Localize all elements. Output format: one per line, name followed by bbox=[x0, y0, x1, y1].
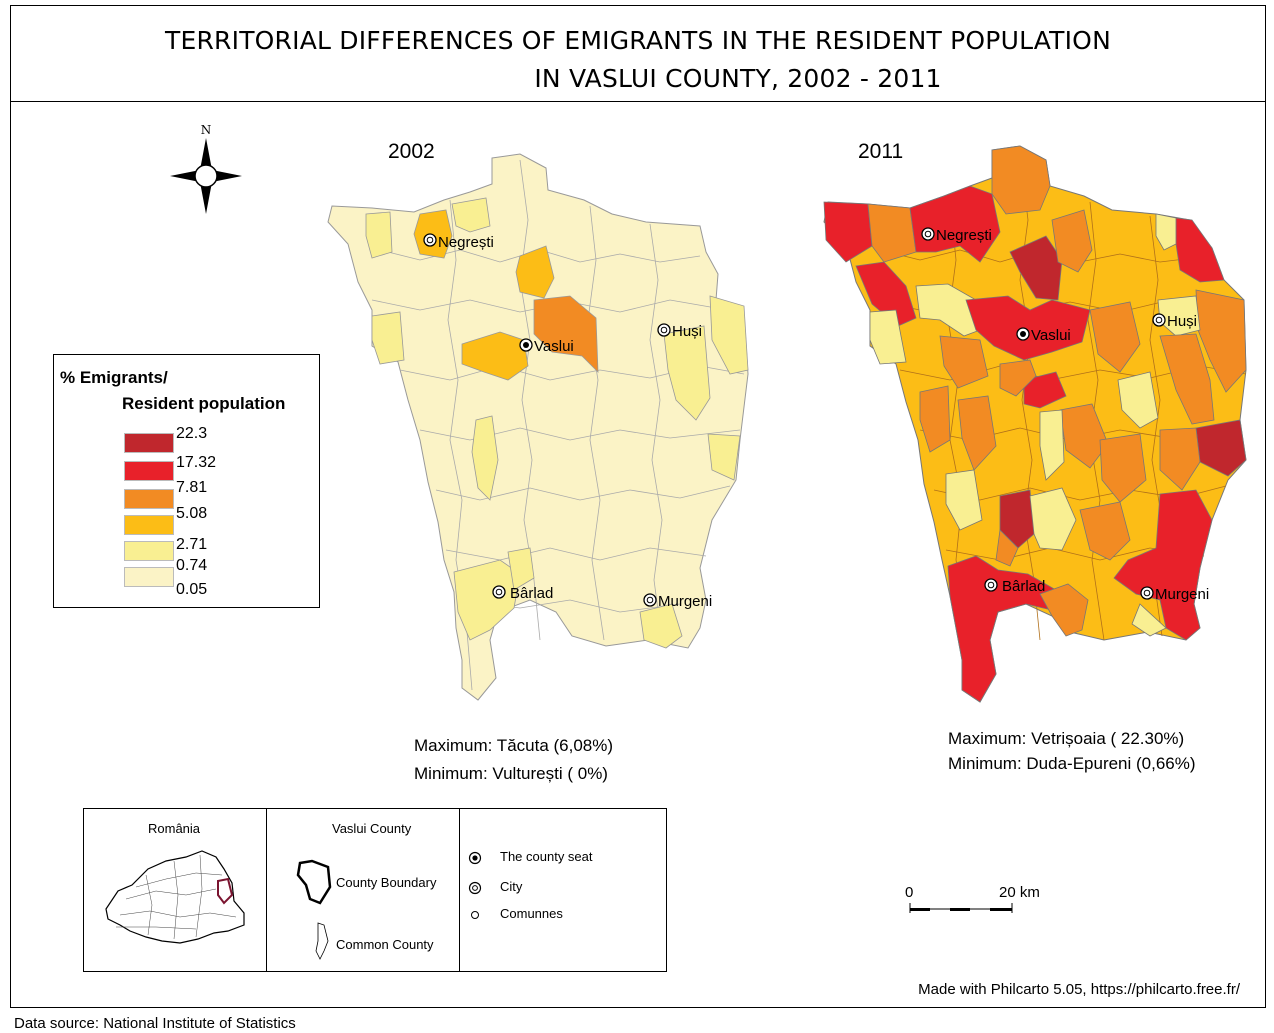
software-credit: Made with Philcarto 5.05, https://philca… bbox=[918, 981, 1240, 998]
county-seat-marker-vaslui-2002: Vaslui bbox=[519, 338, 574, 355]
city-marker-murgeni-2002: Murgeni bbox=[643, 593, 712, 610]
city-label: Vaslui bbox=[534, 338, 574, 355]
legend-title-line-2: Resident population bbox=[122, 394, 286, 413]
map-year-2002: 2002 bbox=[388, 140, 435, 163]
legend-swatch bbox=[124, 489, 174, 509]
data-source: Data source: National Institute of Stati… bbox=[14, 1015, 296, 1032]
city-label: Murgeni bbox=[658, 593, 712, 610]
legend-break-label: 5.08 bbox=[176, 505, 208, 522]
city-label: Huși bbox=[672, 323, 702, 340]
inset-legend: România Vaslui County County Boundary Co… bbox=[83, 808, 667, 972]
map-frame bbox=[10, 5, 1266, 1008]
map-title-line-2: IN VASLUI COUNTY, 2002 - 2011 bbox=[534, 64, 942, 93]
communes-label: Comunnes bbox=[500, 906, 563, 921]
north-label: N bbox=[201, 123, 212, 137]
city-label: Negrești bbox=[936, 227, 992, 244]
county-seat-marker-vaslui-2011: Vaslui bbox=[1016, 327, 1071, 344]
county-boundary-icon bbox=[296, 859, 332, 905]
legend-break-label: 17.32 bbox=[176, 454, 217, 471]
map-2002 bbox=[327, 153, 749, 701]
city-marker-negresti-2002: Negrești bbox=[423, 233, 494, 251]
legend-break-label: 2.71 bbox=[176, 536, 208, 553]
city-label: Negrești bbox=[438, 234, 494, 251]
county-seat-icon bbox=[468, 851, 482, 865]
legend-break-label: 0.74 bbox=[176, 557, 208, 574]
common-county-icon bbox=[315, 922, 329, 960]
common-county-label: Common County bbox=[336, 937, 434, 952]
city-label: Bârlad bbox=[1002, 578, 1045, 595]
legend-swatch bbox=[124, 567, 174, 587]
commune-icon bbox=[471, 911, 479, 919]
scale-zero-label: 0 bbox=[905, 884, 914, 901]
map-title-line-1: TERRITORIAL DIFFERENCES OF EMIGRANTS IN … bbox=[165, 26, 1111, 55]
scale-distance-label: 20 km bbox=[999, 884, 1040, 901]
city-marker-barlad-2002: Bârlad bbox=[492, 585, 553, 602]
map-2011 bbox=[823, 145, 1247, 703]
min-2011: Minimum: Duda-Epureni (0,66%) bbox=[948, 754, 1196, 773]
city-legend-label: City bbox=[500, 879, 523, 894]
map-year-2011: 2011 bbox=[858, 140, 904, 163]
city-marker-husi-2011: Huși bbox=[1152, 313, 1197, 330]
city-label: Huși bbox=[1167, 313, 1197, 330]
city-label: Bârlad bbox=[510, 585, 553, 602]
legend-swatch bbox=[124, 461, 174, 481]
county-seat-label: The county seat bbox=[500, 849, 593, 864]
legend-swatch bbox=[124, 433, 174, 453]
city-marker-negresti-2011: Negrești bbox=[921, 227, 992, 244]
city-icon bbox=[468, 881, 482, 895]
vaslui-county-label: Vaslui County bbox=[332, 821, 412, 836]
romania-label: România bbox=[148, 821, 201, 836]
legend-swatch bbox=[124, 515, 174, 535]
romania-locator-map bbox=[105, 850, 245, 944]
city-label: Vaslui bbox=[1031, 327, 1071, 344]
max-2011: Maximum: Vetrișoaia ( 22.30%) bbox=[948, 729, 1185, 748]
legend-swatch bbox=[124, 541, 174, 561]
title-block: TERRITORIAL DIFFERENCES OF EMIGRANTS IN … bbox=[10, 10, 1266, 102]
north-arrow-icon: N bbox=[170, 123, 242, 214]
max-2002: Maximum: Tăcuta (6,08%) bbox=[414, 736, 614, 755]
legend-title-line-1: % Emigrants/ bbox=[60, 368, 168, 387]
inset-divider bbox=[266, 809, 267, 971]
legend-box: % Emigrants/ Resident population 22.3 17.… bbox=[53, 354, 320, 608]
city-marker-murgeni-2011: Murgeni bbox=[1140, 586, 1209, 603]
inset-divider bbox=[459, 809, 460, 971]
county-boundary-label: County Boundary bbox=[336, 875, 437, 890]
city-marker-husi-2002: Huși bbox=[657, 323, 702, 340]
scale-bar bbox=[909, 903, 1013, 913]
city-marker-barlad-2011: Bârlad bbox=[984, 578, 1045, 595]
legend-break-label: 22.3 bbox=[176, 425, 208, 442]
legend-break-label: 0.05 bbox=[176, 581, 208, 598]
legend-title: % Emigrants/ Resident population bbox=[60, 365, 285, 417]
city-label: Murgeni bbox=[1155, 586, 1209, 603]
legend-break-label: 7.81 bbox=[176, 479, 208, 496]
min-2002: Minimum: Vulturești ( 0%) bbox=[414, 764, 608, 783]
